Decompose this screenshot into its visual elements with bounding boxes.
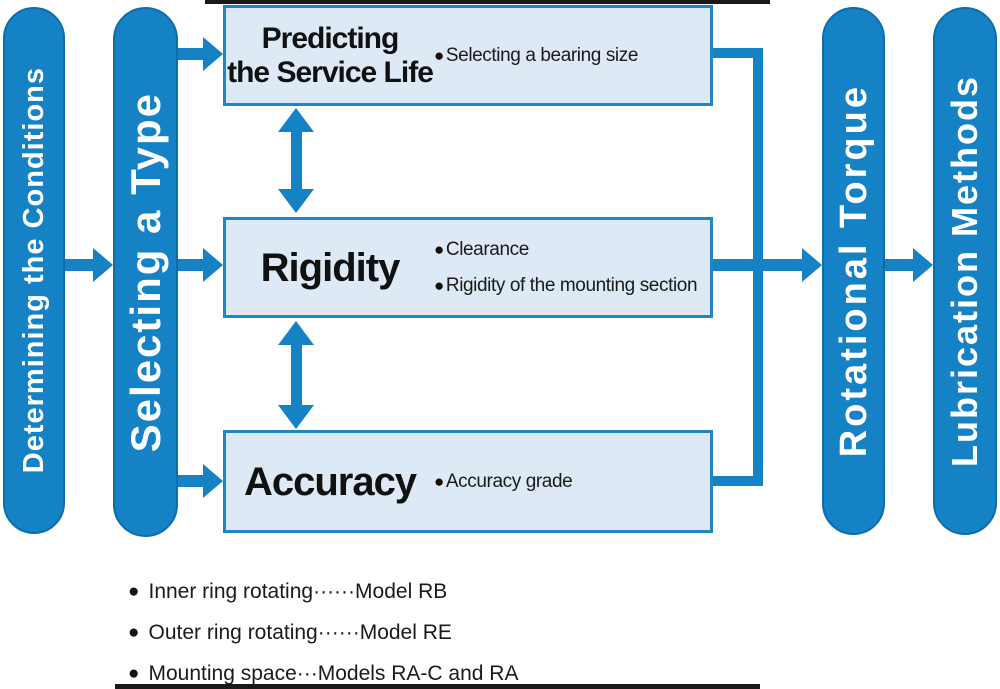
legend-item: ● Inner ring rotating······Model RB (128, 580, 518, 604)
box-rigidity: Rigidity ● Clearance ● Rigidity of the m… (223, 217, 713, 318)
bullet-text: Clearance (445, 238, 529, 260)
box-title: Predicting the Service Life (226, 22, 434, 90)
box-predicting-the-service-life: Predicting the Service Life ● Selecting … (223, 5, 713, 106)
bullet-icon: ● (434, 471, 444, 491)
bullet-text: Rigidity of the mounting section (445, 274, 698, 296)
arrow-head-icon (203, 37, 223, 71)
double-arrow-vertical-icon (277, 108, 315, 213)
legend-item: ● Outer ring rotating······Model RE (128, 621, 518, 645)
arrow-shaft (290, 345, 302, 405)
bullet-text: Selecting a bearing size (445, 44, 639, 66)
legend-text: Inner ring rotating······Model RB (148, 580, 448, 603)
arrow-right-icon (178, 464, 223, 498)
bullet-item: ● Selecting a bearing size (434, 38, 706, 74)
arrow-head-up-icon (278, 108, 314, 132)
arrow-head-icon (913, 248, 933, 282)
stage-pill-rotational-torque: Rotational Torque (822, 7, 885, 535)
legend: ● Inner ring rotating······Model RB ● Ou… (128, 580, 518, 689)
arrow-shaft (885, 259, 913, 271)
arrow-head-icon (802, 248, 822, 282)
bottom-edge-bar (115, 684, 760, 689)
arrow-right-icon (65, 248, 113, 282)
stage-pill-determining-conditions: Determining the Conditions (3, 7, 65, 534)
arrow-shaft (290, 132, 302, 189)
arrow-shaft (178, 259, 203, 271)
box-title: Accuracy (226, 461, 434, 503)
bullet-item: ● Clearance (434, 232, 706, 268)
box-title-line: Rigidity (260, 245, 401, 290)
bullet-icon: ● (434, 275, 444, 295)
bullet-item: ● Rigidity of the mounting section (434, 268, 706, 304)
arrow-head-icon (203, 464, 223, 498)
arrow-head-up-icon (278, 321, 314, 345)
box-title-line: Predicting (261, 21, 400, 55)
box-accuracy: Accuracy ● Accuracy grade (223, 430, 713, 533)
stage-pill-label: Selecting a Type (121, 91, 169, 453)
legend-text: Outer ring rotating······Model RE (148, 621, 452, 644)
arrow-head-down-icon (278, 189, 314, 213)
bullet-icon: ● (128, 663, 140, 684)
bullet-icon: ● (434, 45, 444, 65)
box-bullets: ● Accuracy grade (434, 464, 710, 500)
connector-line-bottom (713, 476, 763, 486)
bullet-text: Accuracy grade (445, 470, 573, 492)
top-edge-bar (205, 0, 770, 4)
legend-text: Mounting space···Models RA-C and RA (148, 662, 519, 685)
arrow-head-down-icon (278, 405, 314, 429)
bullet-icon: ● (128, 581, 140, 602)
bullet-item: ● Accuracy grade (434, 464, 706, 500)
stage-pill-lubrication-methods: Lubrication Methods (933, 7, 997, 535)
arrow-shaft (178, 48, 203, 60)
stage-pill-label: Rotational Torque (832, 84, 875, 458)
stage-pill-label: Determining the Conditions (17, 67, 50, 474)
double-arrow-vertical-icon (277, 321, 315, 429)
box-title-line: the Service Life (227, 55, 434, 89)
bullet-icon: ● (128, 622, 140, 643)
stage-pill-selecting-a-type: Selecting a Type (113, 7, 178, 537)
arrow-right-icon (178, 248, 223, 282)
bullet-icon: ● (434, 239, 444, 259)
stage-pill-label: Lubrication Methods (944, 75, 985, 467)
legend-item: ● Mounting space···Models RA-C and RA (128, 662, 518, 686)
box-title-line: Accuracy (243, 459, 417, 504)
arrow-shaft (178, 475, 203, 487)
arrow-shaft (65, 259, 93, 271)
box-bullets: ● Clearance ● Rigidity of the mounting s… (434, 232, 710, 304)
connector-line-top (713, 48, 763, 58)
connector-line-vertical (753, 48, 763, 486)
arrow-right-icon (885, 248, 933, 282)
arrow-right-icon (178, 37, 223, 71)
box-title: Rigidity (226, 247, 434, 289)
arrow-right-icon (713, 248, 822, 282)
arrow-head-icon (93, 248, 113, 282)
box-bullets: ● Selecting a bearing size (434, 38, 710, 74)
arrow-head-icon (203, 248, 223, 282)
